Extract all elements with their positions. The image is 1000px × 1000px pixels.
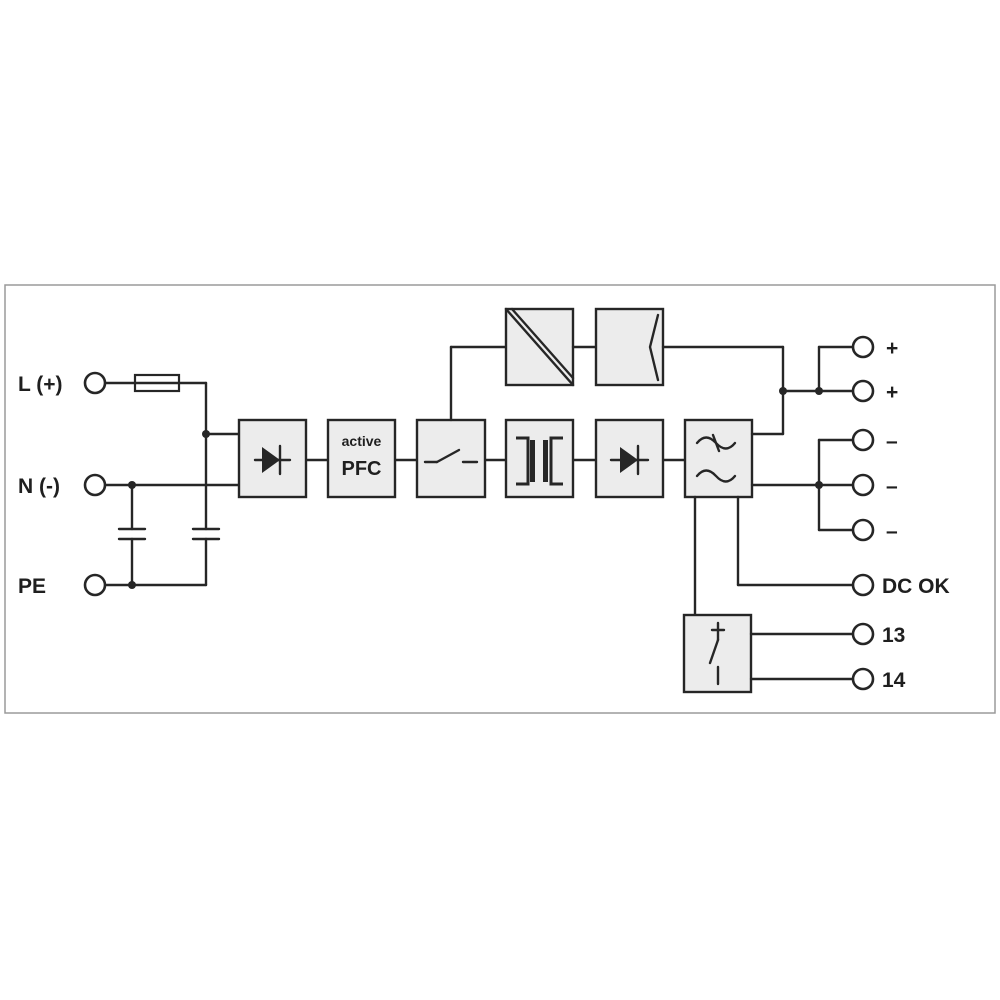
pfc-top-label: active [342,433,382,449]
capacitor-icon [191,432,221,587]
label-l: L (+) [18,373,63,396]
bridge-rectifier-icon [253,444,292,476]
terminal-13 [851,622,875,646]
terminal-plus-2 [851,379,875,403]
label-plus-1: + [886,337,898,360]
label-minus-1: – [886,430,898,453]
terminal-minus-1 [851,428,875,452]
pfc-block [326,418,397,499]
control-block [594,307,665,387]
switch-icon [423,448,479,464]
terminal-l [83,371,107,395]
input-section: L (+) N (-) PE [18,371,241,598]
label-minus-2: – [886,475,898,498]
label-minus-3: – [886,520,898,543]
terminal-14 [851,667,875,691]
relay-contact-icon [708,621,726,686]
terminal-n [83,473,107,497]
label-dc-ok: DC OK [882,575,950,598]
diode-icon [609,444,650,476]
control-icon [648,313,660,382]
terminal-minus-2 [851,473,875,497]
capacitor-icon [117,483,147,587]
diagram-frame [4,284,996,714]
label-14: 14 [882,669,906,692]
label-13: 13 [882,624,905,647]
switch-block [415,418,487,499]
filter-block [683,418,754,499]
label-plus-2: + [886,381,898,404]
output-negative: – – – [750,428,898,543]
control-path [449,307,787,436]
transformer-icon [516,436,563,486]
terminal-pe [83,573,107,597]
label-n: N (-) [18,475,60,498]
pfc-main-label: PFC [342,458,382,480]
output-positive: + + [781,335,898,404]
terminal-dc-ok [851,573,875,597]
label-pe: PE [18,575,46,598]
terminal-plus-1 [851,335,875,359]
terminal-minus-3 [851,518,875,542]
main-chain: active PFC [237,418,754,499]
filter-icon [695,433,737,483]
dc-dc-converter-icon [504,307,575,387]
signal-outputs: DC OK 13 14 [682,495,950,694]
